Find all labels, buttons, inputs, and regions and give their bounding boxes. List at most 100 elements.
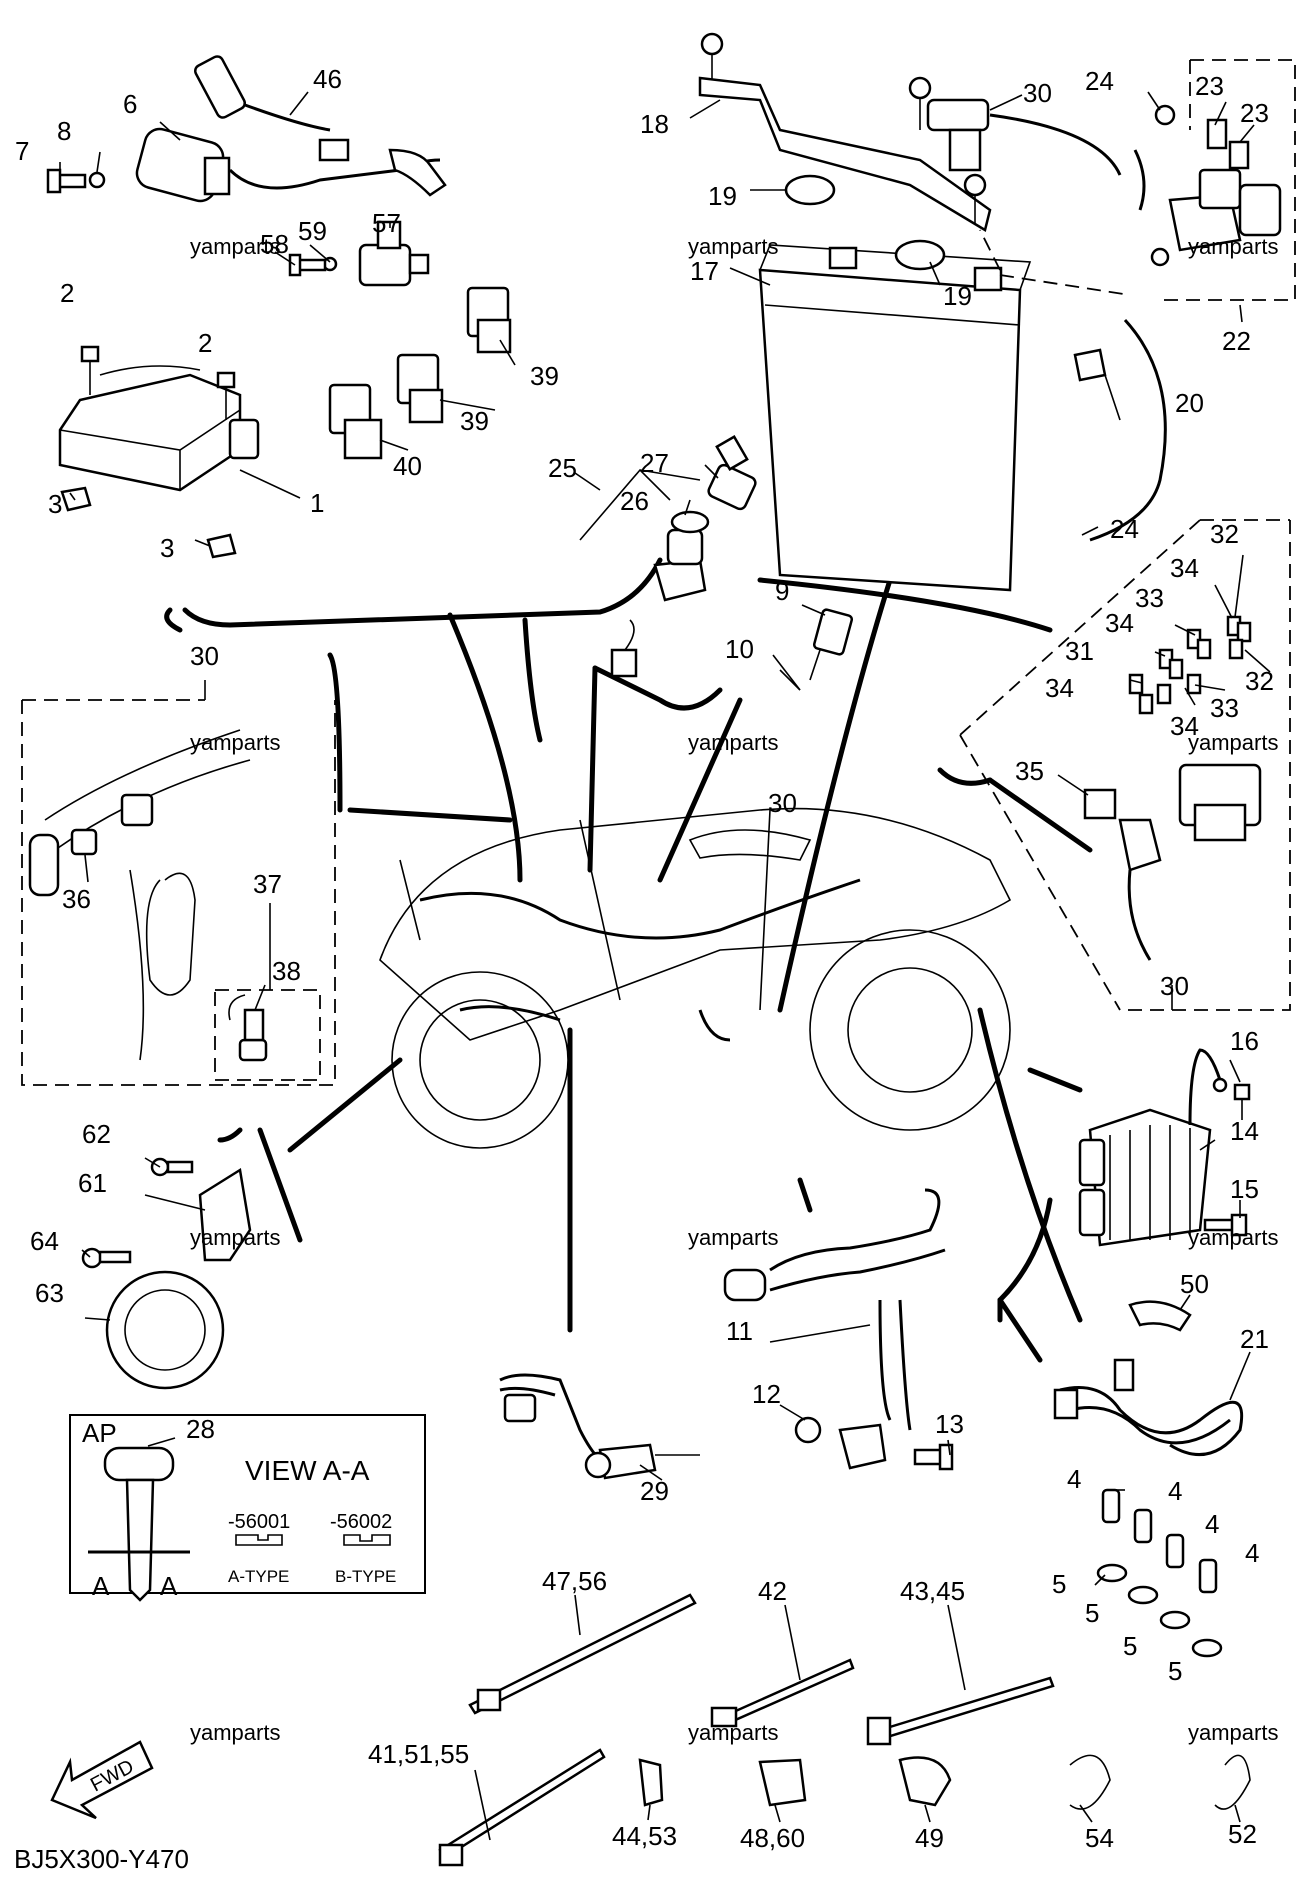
left-harness-box (21, 699, 336, 1086)
label-7: 7 (15, 136, 29, 166)
label-5a: 5 (1052, 1569, 1066, 1599)
label-46: 46 (313, 64, 342, 94)
watermarks: yamparts yamparts yamparts yamparts yamp… (190, 234, 1278, 1745)
label-23b: 23 (1240, 98, 1269, 128)
watermark: yamparts (688, 234, 778, 259)
label-17: 17 (690, 256, 719, 286)
label-47-56: 47,56 (542, 1566, 607, 1596)
watermark: yamparts (190, 234, 280, 259)
label-19a: 19 (708, 181, 737, 211)
label-50: 50 (1180, 1269, 1209, 1299)
starter-relay-group (1154, 59, 1296, 301)
label-36: 36 (62, 884, 91, 914)
sensor-9-group (779, 608, 854, 691)
watermark: yamparts (1188, 1225, 1278, 1250)
label-64: 64 (30, 1226, 59, 1256)
relay-57-group (288, 220, 430, 287)
label-9: 9 (775, 576, 789, 606)
label-61: 61 (78, 1168, 107, 1198)
label-32b: 32 (1245, 666, 1274, 696)
sensor-29-group (499, 1373, 700, 1480)
section-a-right: A (160, 1571, 178, 1601)
label-11: 11 (726, 1316, 753, 1346)
label-12: 12 (752, 1379, 781, 1409)
label-35: 35 (1015, 756, 1044, 786)
view-label: VIEW A-A (245, 1455, 370, 1486)
thermo-switch-group (1053, 1300, 1244, 1658)
label-15: 15 (1230, 1174, 1259, 1204)
label-34d: 34 (1170, 711, 1199, 741)
label-30-top: 30 (1023, 78, 1052, 108)
fuse-box-group (959, 519, 1291, 1011)
label-14: 14 (1230, 1116, 1259, 1146)
label-4d: 4 (1245, 1538, 1259, 1568)
label-42: 42 (758, 1576, 787, 1606)
label-26: 26 (620, 486, 649, 516)
horn-group (81, 1157, 252, 1390)
label-4b: 4 (1168, 1476, 1182, 1506)
main-switch-group (579, 435, 757, 678)
label-24a: 24 (1085, 66, 1114, 96)
watermark: yamparts (1188, 1720, 1278, 1745)
atv-body (379, 807, 1012, 1149)
label-10: 10 (725, 634, 754, 664)
label-13: 13 (935, 1409, 964, 1439)
label-38: 38 (272, 956, 301, 986)
label-18: 18 (640, 109, 669, 139)
label-4c: 4 (1205, 1509, 1219, 1539)
fasteners-group (438, 1593, 1251, 1867)
label-48-60: 48,60 (740, 1823, 805, 1853)
rectifier-group (1078, 1048, 1251, 1247)
label-34a: 34 (1170, 553, 1199, 583)
label-30-center: 30 (768, 788, 797, 818)
label-30-left: 30 (190, 641, 219, 671)
label-22: 22 (1222, 326, 1251, 356)
label-52: 52 (1228, 1819, 1257, 1849)
callout-labels: 46 6 8 7 57 59 58 2 2 39 39 40 1 3 3 18 … (15, 64, 1274, 1853)
watermark: yamparts (1188, 234, 1278, 259)
label-44-53: 44,53 (612, 1821, 677, 1851)
label-5d: 5 (1168, 1656, 1182, 1686)
section-a-left: A (92, 1571, 110, 1601)
region-leaders (164, 557, 1093, 1363)
label-54: 54 (1085, 1823, 1114, 1853)
label-1: 1 (310, 488, 324, 518)
label-5b: 5 (1085, 1598, 1099, 1628)
label-37: 37 (253, 869, 282, 899)
key-code-a: -56001 (228, 1511, 290, 1533)
label-27: 27 (640, 448, 669, 478)
label-62: 62 (82, 1119, 111, 1149)
label-34b: 34 (1105, 608, 1134, 638)
label-57: 57 (372, 208, 401, 238)
key-type-a: A-TYPE (228, 1567, 289, 1586)
callout-leaders (59, 91, 1271, 1841)
ignition-coil-group (46, 55, 447, 203)
label-2b: 2 (198, 328, 212, 358)
label-25: 25 (548, 453, 577, 483)
label-31: 31 (1065, 636, 1094, 666)
label-43-45: 43,45 (900, 1576, 965, 1606)
label-3a: 3 (48, 489, 62, 519)
key-part-label: 28 (186, 1414, 215, 1444)
relays-39-40 (328, 286, 512, 460)
label-33a: 33 (1135, 583, 1164, 613)
label-6: 6 (123, 89, 137, 119)
label-2a: 2 (60, 278, 74, 308)
label-49: 49 (915, 1823, 944, 1853)
watermark: yamparts (688, 1720, 778, 1745)
label-23a: 23 (1195, 71, 1224, 101)
label-33b: 33 (1210, 693, 1239, 723)
label-29: 29 (640, 1476, 669, 1506)
label-30-right: 30 (1160, 971, 1189, 1001)
label-16: 16 (1230, 1026, 1259, 1056)
key-view-box: AP 28 VIEW A-A -56001 -56002 A-TYPE B-TY… (69, 1414, 426, 1602)
label-8: 8 (57, 116, 71, 146)
label-5c: 5 (1123, 1631, 1137, 1661)
fwd-arrow: FWD (50, 1740, 154, 1820)
label-63: 63 (35, 1278, 64, 1308)
label-41-51-55: 41,51,55 (368, 1739, 469, 1769)
battery-group (698, 32, 1170, 592)
watermark: yamparts (688, 1225, 778, 1250)
watermark: yamparts (190, 1720, 280, 1745)
